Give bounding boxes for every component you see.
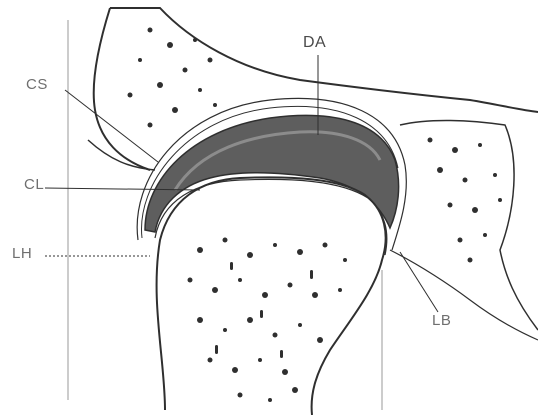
label-cs: CS [26,76,48,93]
label-lh: LH [12,245,32,262]
label-cl: CL [24,176,44,193]
leader-lb [400,252,438,312]
right-trabecular-pattern [428,138,503,263]
label-lb: LB [432,312,451,329]
condyle-outline [157,177,386,415]
label-da: DA [303,34,326,52]
leader-cs [65,90,158,162]
